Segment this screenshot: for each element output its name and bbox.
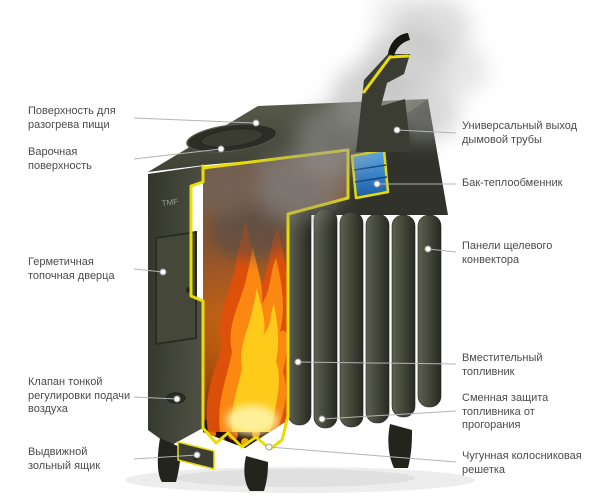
label-firebox: Вместительный топливник bbox=[462, 352, 543, 378]
firebox-door bbox=[155, 230, 197, 346]
label-heat-exchanger: Бак-теплообменник bbox=[462, 177, 563, 189]
label-convector-panels: Панели щелевого конвектора bbox=[462, 240, 553, 266]
grate-cut-zigzag bbox=[201, 414, 290, 451]
label-air-valve: Клапан тонкой регулировки подачи воздуха bbox=[28, 376, 131, 416]
label-cooking-surface: Варочная поверхность bbox=[28, 146, 92, 172]
ground-shadow-inner bbox=[175, 469, 415, 487]
air-valve bbox=[166, 392, 186, 404]
chimney-hook bbox=[388, 33, 410, 56]
label-ash-box: Выдвижной зольный ящик bbox=[28, 446, 101, 472]
brand-logo: TMF bbox=[161, 197, 179, 208]
firebox-flames bbox=[206, 222, 296, 435]
label-grate: Чугунная колосниковая решетка bbox=[462, 450, 582, 476]
convector-panels bbox=[287, 203, 442, 429]
burner-plate bbox=[185, 122, 279, 154]
stove-front-face: TMF bbox=[148, 166, 203, 446]
ground-shadow bbox=[125, 467, 475, 493]
label-heating-surface: Поверхность для разогрева пищи bbox=[28, 105, 116, 131]
label-burn-protection: Сменная защита топливника от прогорания bbox=[462, 392, 549, 432]
ash-drawer bbox=[177, 441, 215, 470]
label-chimney-outlet: Универсальный выход дымовой трубы bbox=[462, 120, 578, 146]
label-firebox-door: Герметичная топочная дверца bbox=[28, 256, 115, 282]
